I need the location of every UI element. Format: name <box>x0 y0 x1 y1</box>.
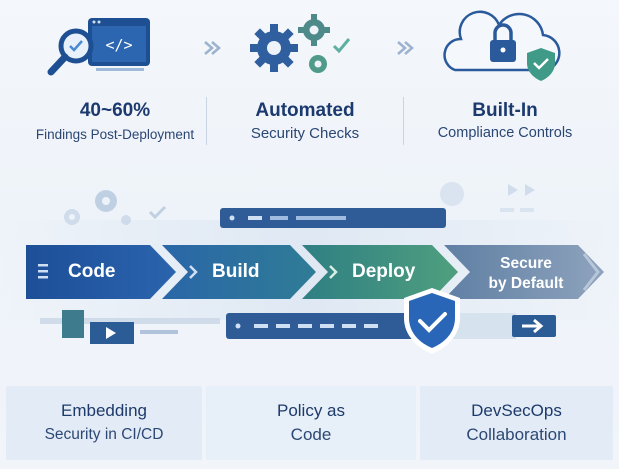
arrow-right-icon <box>512 315 556 337</box>
search-code-icon: </> <box>47 18 150 76</box>
server-icon <box>62 310 178 344</box>
stat-title: Automated <box>255 100 355 121</box>
stage-deploy-arrow <box>302 245 458 299</box>
stat-subtitle: Findings Post-Deployment <box>35 127 195 142</box>
top-icons: </> <box>47 10 561 81</box>
chevron-right-icon <box>204 41 221 55</box>
stat-subtitle: Security Checks <box>250 125 360 142</box>
stage-deploy-label: Deploy <box>352 261 416 282</box>
stat-subtitle: Compliance Controls <box>437 125 573 141</box>
pillar-subtitle: Code <box>290 425 332 444</box>
stage-code-arrow <box>26 245 176 299</box>
pillar-title: Policy as <box>276 401 346 420</box>
chevron-right-icon <box>397 41 414 55</box>
chevron-right-icon <box>329 265 338 279</box>
shield-check-icon <box>404 288 460 354</box>
stage-build-label: Build <box>212 261 260 282</box>
stage-secure-line2: by Default <box>488 275 564 292</box>
stat-title: 40~60% <box>79 100 151 121</box>
pillar-subtitle: Security in CI/CD <box>44 426 164 443</box>
share-icon <box>440 182 535 212</box>
stage-build-arrow <box>162 245 316 299</box>
cloud-lock-shield-icon <box>443 10 561 81</box>
divider <box>403 97 404 145</box>
pipeline-graphic <box>0 182 619 354</box>
stage-secure-arrow <box>444 245 604 299</box>
stage-secure-label: Secure by Default <box>476 254 576 294</box>
menu-icon <box>38 264 48 279</box>
svg-text:</>: </> <box>105 36 132 54</box>
stat-title: Built-In <box>472 100 538 121</box>
pillar-title: DevSecOps <box>471 401 562 420</box>
pillar-card: Policy as Code <box>206 386 416 460</box>
chevron-right-icon <box>189 265 198 279</box>
gears-check-icon <box>250 14 351 73</box>
pillar-card: Embedding Security in CI/CD <box>6 386 202 460</box>
gear-icon <box>64 190 167 225</box>
divider <box>206 97 207 145</box>
pillar-subtitle: Collaboration <box>466 425 567 444</box>
pillar-card: DevSecOps Collaboration <box>420 386 613 460</box>
stage-code-label: Code <box>68 261 116 282</box>
pillar-title: Embedding <box>60 401 147 420</box>
stage-secure-line1: Secure <box>500 255 552 272</box>
